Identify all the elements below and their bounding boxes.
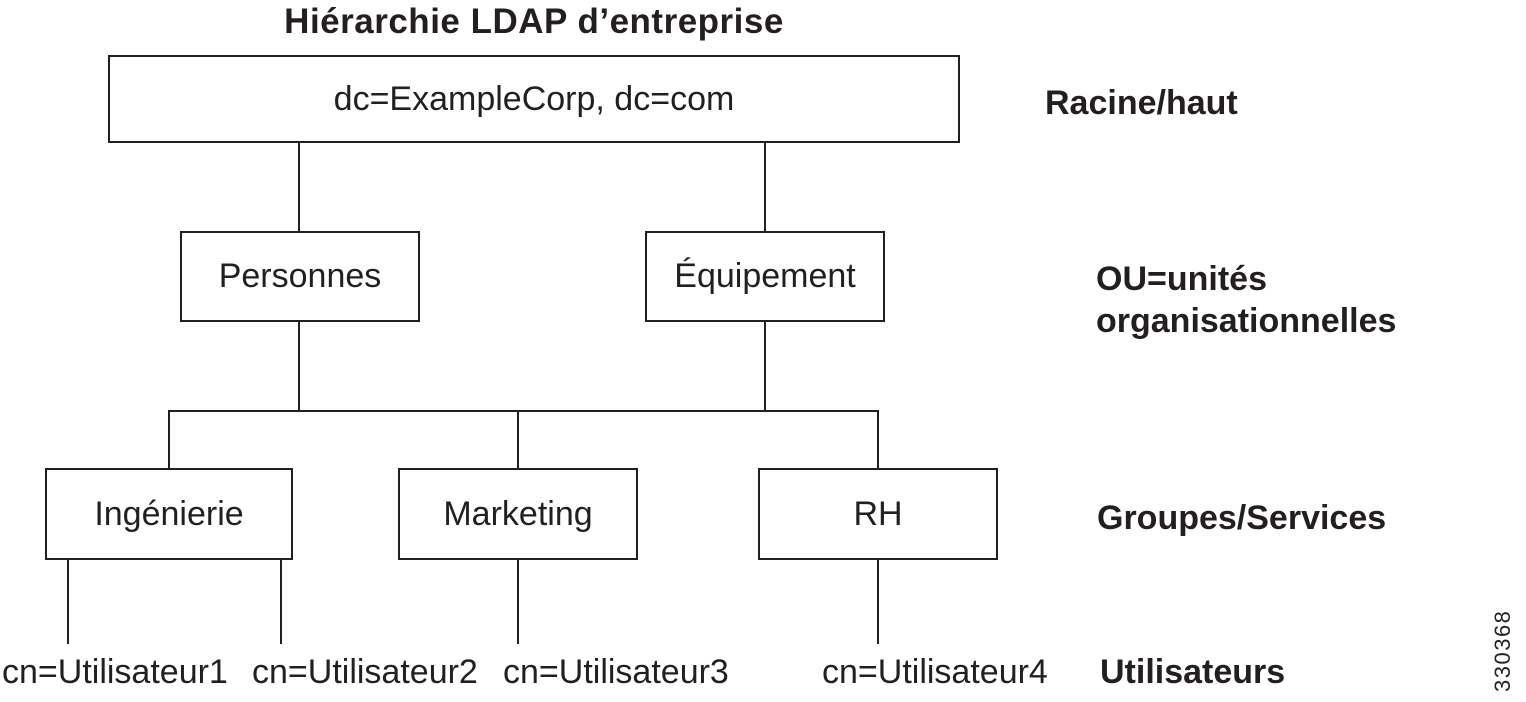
level-label-ou: OU=unités organisationnelles <box>1096 260 1397 341</box>
node-group-marketing: Marketing <box>398 468 638 560</box>
node-user-1: cn=Utilisateur1 <box>2 653 228 691</box>
connector-line <box>764 322 766 410</box>
level-label-users: Utilisateurs <box>1100 653 1286 691</box>
node-group-ingenierie-label: Ingénierie <box>94 494 244 533</box>
connector-line <box>280 560 282 644</box>
connector-line <box>764 143 766 231</box>
node-ou-personnes: Personnes <box>180 231 420 322</box>
node-group-rh: RH <box>758 468 998 560</box>
connector-line <box>168 410 170 468</box>
connector-line <box>298 143 300 231</box>
connector-line <box>517 410 519 468</box>
node-user-4: cn=Utilisateur4 <box>822 653 1048 691</box>
connector-line <box>877 560 879 644</box>
connector-line <box>168 410 879 412</box>
node-ou-personnes-label: Personnes <box>218 257 382 295</box>
node-root: dc=ExampleCorp, dc=com <box>108 55 960 143</box>
node-root-label: dc=ExampleCorp, dc=com <box>333 79 735 118</box>
node-group-marketing-label: Marketing <box>443 494 593 533</box>
diagram-title: Hiérarchie LDAP d’entreprise <box>284 2 784 41</box>
node-group-ingenierie: Ingénierie <box>45 468 293 560</box>
level-label-groups: Groupes/Services <box>1097 499 1387 537</box>
node-ou-equipement-label: Équipement <box>674 257 856 295</box>
connector-line <box>298 322 300 410</box>
node-user-2: cn=Utilisateur2 <box>252 653 478 691</box>
figure-number: 330368 <box>1490 609 1515 692</box>
level-label-root: Racine/haut <box>1045 84 1238 122</box>
connector-line <box>67 560 69 644</box>
connector-line <box>877 410 879 468</box>
connector-line <box>517 560 519 644</box>
node-user-3: cn=Utilisateur3 <box>503 653 729 691</box>
node-group-rh-label: RH <box>853 494 903 533</box>
node-ou-equipement: Équipement <box>645 231 885 322</box>
